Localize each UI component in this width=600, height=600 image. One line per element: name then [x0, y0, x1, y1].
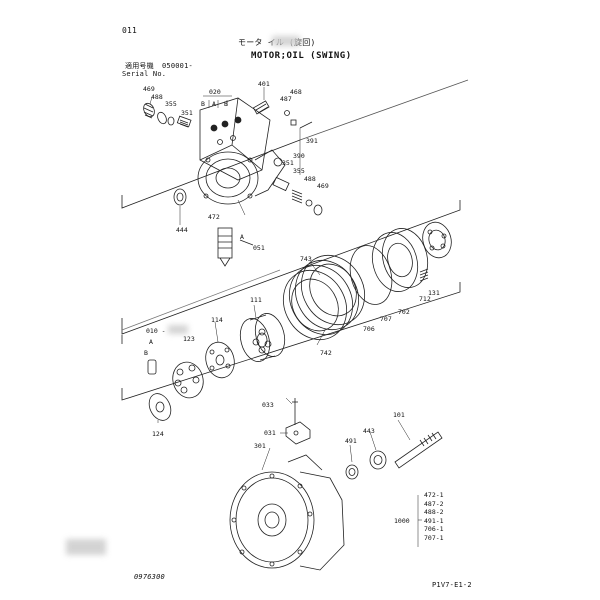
part-label: 743 — [300, 255, 312, 263]
watermark-blur — [66, 539, 106, 555]
part-label: 443 — [363, 427, 375, 435]
part-label: 469 — [317, 182, 329, 190]
part-label: 702 — [398, 308, 410, 316]
watermark-blur — [272, 36, 300, 46]
part-label: A — [212, 100, 216, 108]
part-label: 444 — [176, 226, 188, 234]
part-label: 010 - — [146, 327, 166, 335]
serial-value: 050001- — [162, 62, 193, 70]
part-label: 020 — [209, 88, 221, 96]
drawing-number: 0976300 — [134, 573, 165, 581]
part-label: 351 — [181, 109, 193, 117]
part-label: 706 — [363, 325, 375, 333]
sheet-code: P1V7-E1-2 — [432, 581, 472, 589]
kit-items-list: 472-1 487-2 488-2 491-1 706-1 707-1 — [424, 491, 444, 543]
applicable-label: 適用号機 — [125, 62, 154, 70]
part-label: 031 — [264, 429, 276, 437]
part-label: 355 — [165, 100, 177, 108]
part-label: 114 — [211, 316, 223, 324]
part-label: 401 — [258, 80, 270, 88]
kit-number: 1000 — [394, 517, 410, 525]
part-label: 712 — [419, 295, 431, 303]
part-label: 124 — [152, 430, 164, 438]
part-label: 111 — [250, 296, 262, 304]
part-label: 391 — [306, 137, 318, 145]
part-label: 707 — [380, 315, 392, 323]
kit-item: 707-1 — [424, 533, 444, 542]
part-label: 469 — [143, 85, 155, 93]
part-label: 355 — [293, 167, 305, 175]
part-label: B — [144, 349, 148, 357]
part-label: 472 — [208, 213, 220, 221]
part-label: 742 — [320, 349, 332, 357]
kit-item: 472-1 — [424, 491, 444, 499]
kit-item: 487-2 — [424, 499, 444, 508]
kit-item: 488-2 — [424, 508, 444, 517]
part-label: 123 — [183, 335, 195, 343]
part-label: 351 — [282, 159, 294, 167]
part-label: 101 — [393, 411, 405, 419]
part-label: 051 — [253, 244, 265, 252]
part-label: 487 — [280, 95, 292, 103]
part-label: A — [240, 233, 244, 241]
part-label: 033 — [262, 401, 274, 409]
watermark-blur — [168, 325, 188, 334]
kit-item: 706-1 — [424, 525, 444, 534]
part-label: 488 — [304, 175, 316, 183]
part-label: 131 — [428, 289, 440, 297]
kit-item: 491-1 — [424, 516, 444, 525]
part-label: 491 — [345, 437, 357, 445]
page-number: 011 — [122, 26, 138, 35]
serial-label: Serial No. — [122, 70, 167, 78]
title-english: MOTOR;OIL (SWING) — [251, 51, 352, 61]
part-label: A — [149, 338, 153, 346]
part-label: 468 — [290, 88, 302, 96]
part-label: B — [224, 100, 228, 108]
part-label: 488 — [151, 93, 163, 101]
part-label: 301 — [254, 442, 266, 450]
part-label: B — [201, 100, 205, 108]
part-label: 390 — [293, 152, 305, 160]
